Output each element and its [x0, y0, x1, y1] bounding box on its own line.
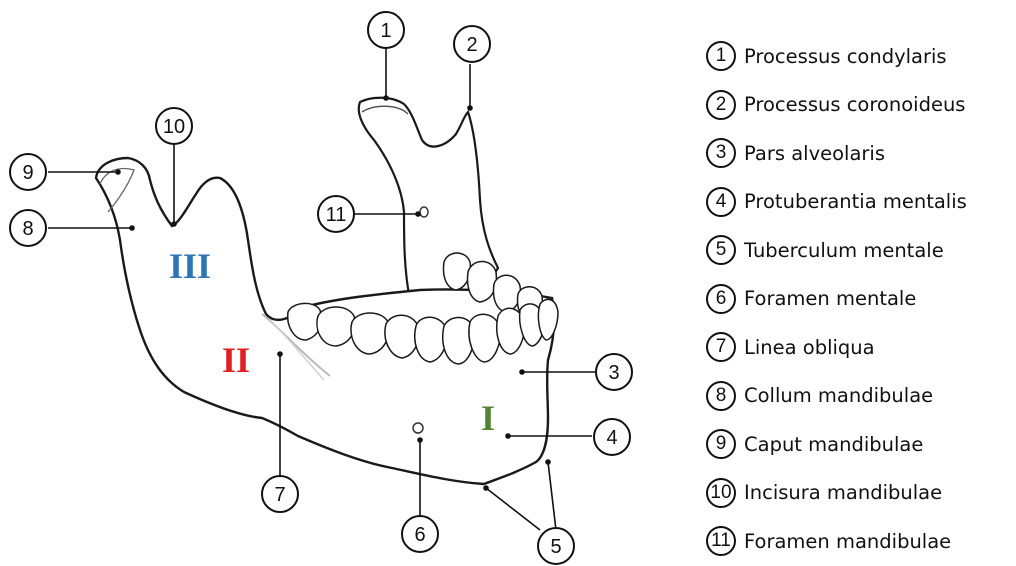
legend-label: Incisura mandibulae: [744, 481, 942, 504]
legend-item: 8 Collum mandibulae: [706, 372, 1012, 421]
callout-8-label: 8: [22, 218, 33, 240]
callout-11-label: 11: [326, 204, 347, 226]
legend-item: 4 Protuberantia mentalis: [706, 178, 1012, 227]
legend-item: 3 Pars alveolaris: [706, 129, 1012, 178]
callout-3: 3: [596, 354, 632, 390]
legend-number: 2: [706, 90, 736, 120]
callout-3-label: 3: [608, 362, 619, 384]
legend-number: 6: [706, 284, 736, 314]
legend-number: 7: [706, 332, 736, 362]
callout-9: 9: [10, 154, 46, 190]
callout-2-label: 2: [466, 34, 477, 56]
legend: 1 Processus condylaris 2 Processus coron…: [706, 32, 1012, 566]
callout-1-label: 1: [380, 20, 391, 42]
callout-10: 10: [156, 108, 192, 144]
legend-item: 5 Tuberculum mentale: [706, 226, 1012, 275]
legend-label: Tuberculum mentale: [744, 239, 944, 262]
legend-label: Processus coronoideus: [744, 93, 965, 116]
legend-number: 5: [706, 235, 736, 265]
legend-label: Protuberantia mentalis: [744, 190, 967, 213]
callout-10-label: 10: [163, 116, 185, 138]
legend-label: Processus condylaris: [744, 45, 947, 68]
legend-number: 3: [706, 138, 736, 168]
legend-number: 4: [706, 187, 736, 217]
callout-7-label: 7: [274, 484, 285, 506]
legend-label: Foramen mandibulae: [744, 530, 951, 553]
legend-label: Pars alveolaris: [744, 142, 885, 165]
legend-item: 9 Caput mandibulae: [706, 420, 1012, 469]
legend-item: 6 Foramen mentale: [706, 275, 1012, 324]
callout-8: 8: [10, 210, 46, 246]
legend-label: Linea obliqua: [744, 336, 875, 359]
callout-4: 4: [594, 419, 630, 455]
mandibular-foramen: [420, 207, 428, 217]
callout-2: 2: [454, 26, 490, 62]
legend-number: 11: [706, 526, 736, 556]
legend-number: 8: [706, 381, 736, 411]
callout-4-label: 4: [606, 427, 617, 449]
legend-label: Collum mandibulae: [744, 384, 933, 407]
callout-7: 7: [262, 476, 298, 512]
legend-number: 10: [706, 478, 736, 508]
region-label-ii: II: [222, 340, 250, 380]
legend-item: 1 Processus condylaris: [706, 32, 1012, 81]
region-label-i: I: [481, 398, 495, 438]
callout-6-label: 6: [414, 524, 425, 546]
legend-label: Caput mandibulae: [744, 433, 923, 456]
legend-item: 11 Foramen mandibulae: [706, 517, 1012, 566]
mental-foramen: [413, 423, 423, 433]
legend-item: 10 Incisura mandibulae: [706, 469, 1012, 518]
legend-label: Foramen mentale: [744, 287, 916, 310]
legend-number: 9: [706, 429, 736, 459]
callout-1: 1: [368, 12, 404, 48]
legend-number: 1: [706, 41, 736, 71]
legend-item: 7 Linea obliqua: [706, 323, 1012, 372]
callout-5-label: 5: [550, 536, 561, 558]
callout-5: 5: [538, 528, 574, 564]
legend-item: 2 Processus coronoideus: [706, 81, 1012, 130]
callout-9-label: 9: [22, 162, 33, 184]
region-label-iii: III: [169, 246, 211, 286]
callout-6: 6: [402, 516, 438, 552]
callout-11: 11: [318, 196, 354, 232]
